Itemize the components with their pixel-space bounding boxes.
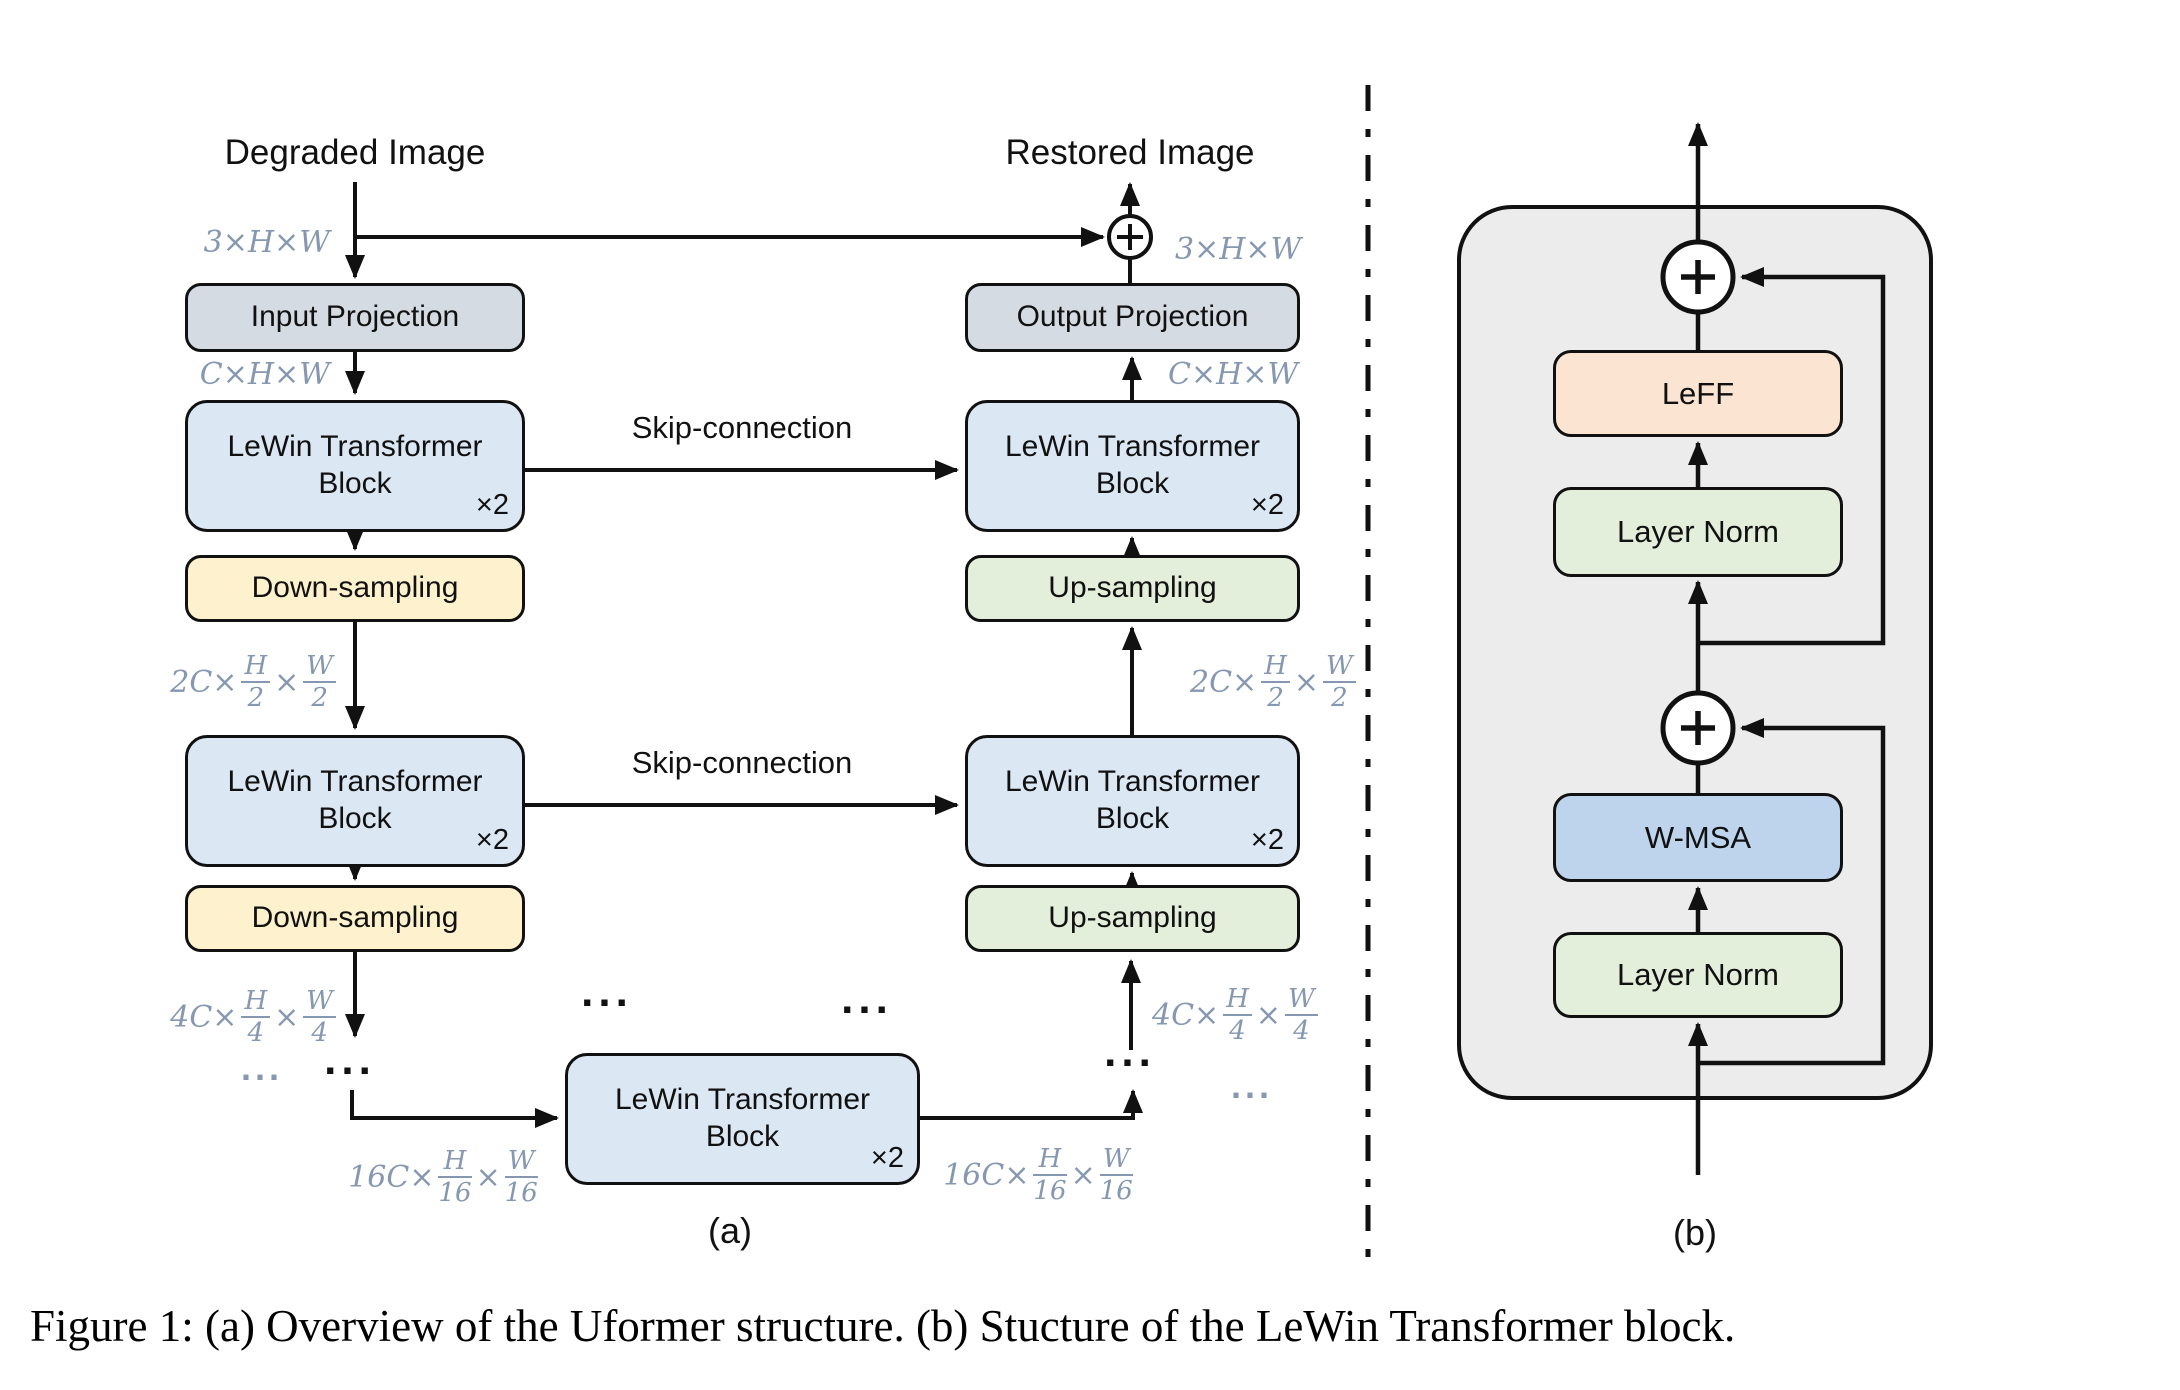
- layer-norm-box-bottom: Layer Norm: [1553, 932, 1843, 1018]
- up-sampling-label: Up-sampling: [1048, 571, 1217, 605]
- down-sampling-box-1: Down-sampling: [185, 555, 525, 622]
- up-sampling-box-1: Up-sampling: [965, 555, 1300, 622]
- leff-box: LeFF: [1553, 350, 1843, 437]
- ellipsis: ...: [240, 1047, 283, 1088]
- dim-label-input: 3×H×W: [203, 225, 330, 260]
- dim-label-c-in: C×H×W: [199, 357, 330, 392]
- add-icon: [1660, 690, 1736, 766]
- dim-label-c-out: C×H×W: [1168, 357, 1299, 392]
- restored-image-title: Restored Image: [1005, 133, 1255, 172]
- panel-a-connectors: [345, 182, 1143, 1128]
- w-msa-label: W-MSA: [1644, 819, 1752, 855]
- layer-norm-label: Layer Norm: [1617, 957, 1779, 992]
- leff-label: LeFF: [1661, 375, 1735, 411]
- repeat-count: ×2: [870, 1141, 904, 1174]
- input-projection-label: Input Projection: [250, 300, 460, 334]
- output-projection-label: Output Projection: [1016, 300, 1249, 334]
- repeat-count: ×2: [1250, 488, 1284, 521]
- repeat-count: ×2: [475, 488, 509, 521]
- ellipsis: ...: [324, 1035, 376, 1084]
- ellipsis: ...: [1230, 1065, 1273, 1106]
- output-projection-box: Output Projection: [965, 283, 1300, 352]
- layer-norm-box-top: Layer Norm: [1553, 487, 1843, 577]
- input-projection-box: Input Projection: [185, 283, 525, 352]
- down-sampling-label: Down-sampling: [251, 571, 459, 605]
- ellipsis: ...: [581, 967, 633, 1016]
- repeat-count: ×2: [475, 823, 509, 856]
- add-icon: [1660, 239, 1736, 315]
- panel-b-connectors: [1688, 122, 1886, 1175]
- down-sampling-box-2: Down-sampling: [185, 885, 525, 952]
- subfigure-label-b: (b): [1673, 1212, 1717, 1253]
- dim-label-output: 3×H×W: [1175, 232, 1302, 267]
- down-sampling-label: Down-sampling: [251, 901, 459, 935]
- ellipsis: ...: [841, 974, 893, 1023]
- up-sampling-label: Up-sampling: [1048, 901, 1217, 935]
- skip-connection-label-2: Skip-connection: [631, 745, 853, 780]
- figure-caption: Figure 1: (a) Overview of the Uformer st…: [30, 1301, 1736, 1351]
- degraded-image-title: Degraded Image: [224, 133, 486, 172]
- repeat-count: ×2: [1250, 823, 1284, 856]
- w-msa-box: W-MSA: [1553, 793, 1843, 882]
- ellipsis: ...: [1104, 1027, 1156, 1076]
- skip-connection-label-1: Skip-connection: [631, 410, 853, 445]
- layer-norm-label: Layer Norm: [1617, 514, 1779, 549]
- add-icon: [1107, 214, 1153, 260]
- subfigure-label-a: (a): [708, 1210, 752, 1251]
